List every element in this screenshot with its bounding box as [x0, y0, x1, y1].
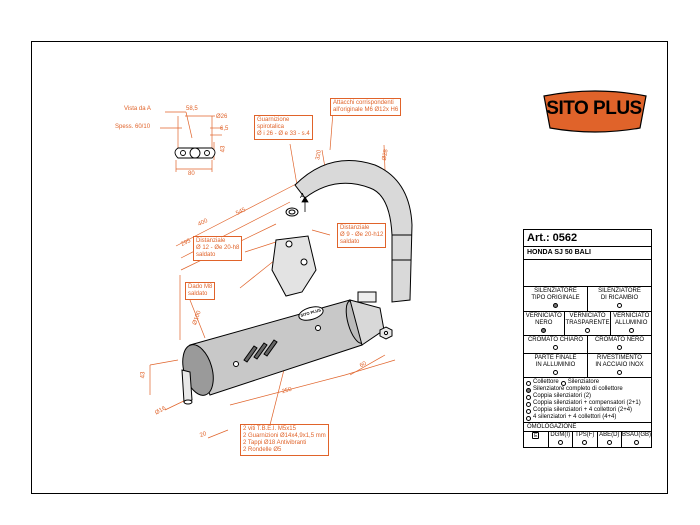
label-distanziale-left: Distanziale Ø 12 - Øe 20-h8 saldato	[193, 236, 243, 261]
opt-verniciato-alluminio: VERNICIATO ALLUMINIO	[613, 312, 650, 326]
opt-tipo-originale: SILENZIATORE TIPO ORIGINALE	[531, 288, 580, 301]
radio-quattro[interactable]	[526, 415, 531, 421]
homol-e: E	[532, 432, 540, 440]
radio-silenziatore[interactable]	[560, 380, 566, 386]
opt-completo: Silenziatore completo di collettore	[533, 386, 623, 393]
radio-rivestimento[interactable]	[617, 369, 622, 375]
radio-bsau[interactable]	[634, 440, 639, 446]
row-chrome: CROMATO CHIARO CROMATO NERO	[524, 336, 651, 354]
radio-cromato-nero[interactable]	[617, 345, 622, 351]
opt-coppia: Coppia silenziatori (2)	[533, 393, 592, 400]
dim-80: 80	[188, 171, 195, 177]
radio-coppia-comp[interactable]	[526, 401, 531, 407]
row-options: Collettore Silenziatore Silenziatore com…	[524, 378, 651, 424]
opt-verniciato-nero: VERNICIATO NERO	[525, 312, 562, 326]
opt-coppia-4: Coppia silenziatori + 4 collettori (2+4)	[533, 407, 633, 414]
radio-dgm[interactable]	[557, 440, 563, 446]
radio-tps[interactable]	[582, 440, 588, 446]
row-omologazione: OMOLOGAZIONE E DGM(I) TPS(F) ABE(D) BSAU…	[524, 423, 651, 447]
radio-abe[interactable]	[606, 440, 612, 446]
opt-cromato-nero: CROMATO NERO	[594, 337, 645, 344]
opt-verniciato-trasparente: VERNICIATO TRASPARENTE	[565, 312, 610, 326]
label-attacchi: Attacchi corrispondenti all'originale M6…	[330, 98, 402, 116]
opt-cromato-chiaro: CROMATO CHIARO	[527, 337, 584, 344]
brand-logo	[543, 90, 647, 133]
dim-d26: Ø26	[216, 114, 228, 120]
model-name: HONDA SJ 50 BALI	[527, 249, 591, 256]
radio-coppia-4[interactable]	[526, 408, 531, 414]
radio-verniciato-alluminio[interactable]	[628, 327, 634, 333]
radio-cromato-chiaro[interactable]	[553, 345, 558, 351]
dim-58-5: 58,5	[186, 106, 198, 112]
opt-quattro: 4 silenziatori + 4 collettori (4+4)	[533, 414, 617, 421]
radio-parte-finale[interactable]	[553, 369, 558, 375]
model-row: HONDA SJ 50 BALI	[524, 247, 651, 260]
homol-abe: ABE(D)	[599, 432, 620, 439]
omologazione-title: OMOLOGAZIONE	[527, 424, 577, 431]
label-viti: 2 viti T.B.E.I. M5x15 2 Guarnizioni Ø14x…	[240, 424, 329, 456]
radio-completo[interactable]	[526, 387, 531, 393]
radio-coppia[interactable]	[526, 394, 531, 400]
radio-tipo-originale[interactable]	[553, 303, 558, 308]
label-spess: Spess. 60/10	[115, 124, 151, 130]
row-finish: VERNICIATO NERO VERNICIATO TRASPARENTE V…	[524, 311, 651, 337]
opt-silenziatore: Silenziatore	[567, 379, 600, 386]
article-number: 0562	[552, 232, 578, 244]
label-vista: Vista da A	[124, 106, 151, 112]
brand-logo-text: SITO PLUS	[546, 98, 642, 119]
row-material: PARTE FINALE IN ALLUMINIO RIVESTIMENTO I…	[524, 353, 651, 379]
radio-collettore[interactable]	[526, 380, 531, 386]
article-row: Art.: 0562	[524, 230, 651, 247]
muffler-logo-text: SITO PLUS	[299, 307, 322, 318]
opt-collettore: Collettore	[533, 379, 559, 386]
article-label: Art.:	[527, 232, 550, 244]
radio-ricambio[interactable]	[617, 303, 622, 308]
opt-ricambio: SILENZIATORE DI RICAMBIO	[598, 288, 641, 301]
row-type: SILENZIATORE TIPO ORIGINALE SILENZIATORE…	[524, 287, 651, 312]
label-guarnizione: Guarnizione spirotalica Ø i 26 - Ø e 33 …	[254, 115, 313, 140]
homol-bsau: BSAU(GB)	[622, 432, 652, 439]
opt-rivestimento: RIVESTIMENTO IN ACCIAIO INOX	[595, 354, 644, 368]
opt-coppia-comp: Coppia silenziatori + compensatori (2+1)	[533, 400, 641, 407]
dim-6-5: 6,5	[220, 126, 229, 132]
homol-dgm: DGM(I)	[550, 432, 571, 439]
drawing-sheet	[31, 41, 668, 494]
opt-parte-finale: PARTE FINALE IN ALLUMINIO	[534, 354, 577, 368]
label-dado: Dado M8 saldato	[185, 282, 216, 300]
radio-verniciato-nero[interactable]	[541, 327, 547, 333]
label-a: A	[300, 193, 305, 200]
dim-43-muffler: 43	[140, 371, 147, 379]
spec-table: Art.: 0562 HONDA SJ 50 BALI SILENZIATORE…	[523, 229, 652, 448]
homol-tps: TPS(F)	[575, 432, 595, 439]
label-distanziale-right: Distanziale Ø 9 - Øe 20-h12 saldato	[337, 223, 387, 248]
radio-verniciato-trasparente[interactable]	[585, 327, 590, 333]
dim-43: 43	[220, 145, 227, 153]
